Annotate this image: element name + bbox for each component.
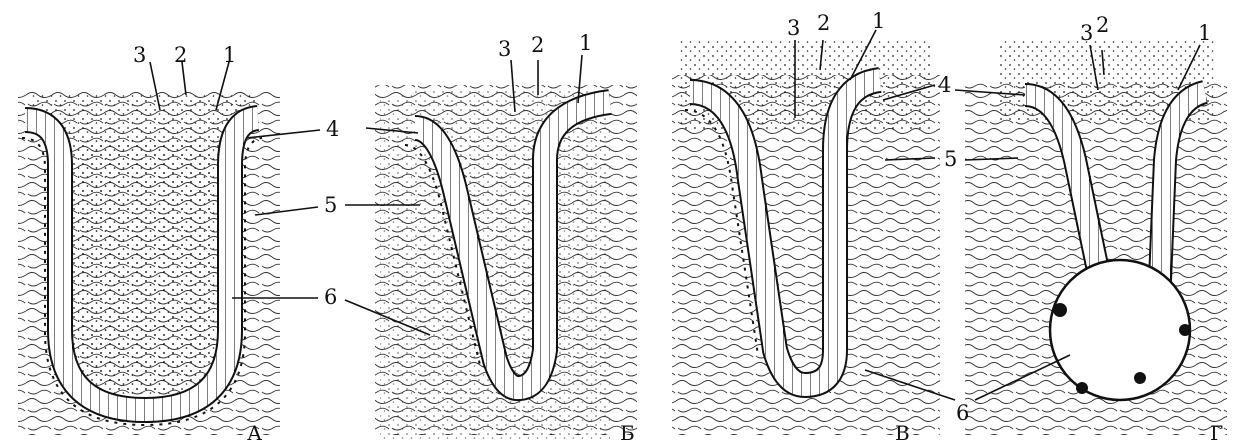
label-5: 5 — [944, 147, 957, 171]
panel-v: В — [672, 40, 940, 445]
label-2: 2 — [174, 43, 187, 67]
panel-v-letter: В — [895, 421, 910, 445]
panel-g-cell-nucleus — [1076, 382, 1088, 394]
label-4: 4 — [938, 73, 951, 97]
panel-g-cell-nucleus — [1179, 324, 1191, 336]
label-2: 2 — [817, 11, 830, 35]
label-3: 3 — [498, 37, 511, 61]
panel-b: Б — [375, 85, 637, 445]
panel-g-cell-nucleus — [1134, 372, 1146, 384]
label-3: 3 — [133, 43, 146, 67]
panel-a-letter: А — [247, 421, 262, 445]
label-1: 1 — [579, 31, 592, 55]
panel-a-lumen — [78, 140, 212, 392]
label-6: 6 — [324, 285, 337, 309]
panel-g-cell-nucleus — [1053, 303, 1067, 317]
panel-b-letter: Б — [620, 421, 635, 445]
label-5: 5 — [324, 193, 337, 217]
label-3: 3 — [1080, 21, 1093, 45]
label-1: 1 — [223, 43, 236, 67]
panel-g-dilated-gland-base — [1050, 260, 1190, 400]
label-1: 1 — [872, 9, 885, 33]
panel-a: А — [18, 90, 280, 445]
label-3: 3 — [787, 16, 800, 40]
label-2: 2 — [1096, 13, 1109, 37]
label-6: 6 — [956, 401, 969, 425]
label-2: 2 — [531, 33, 544, 57]
panel-g: Г — [965, 40, 1227, 445]
panel-g-letter: Г — [1210, 421, 1223, 445]
label-4: 4 — [326, 117, 339, 141]
label-1: 1 — [1198, 21, 1211, 45]
